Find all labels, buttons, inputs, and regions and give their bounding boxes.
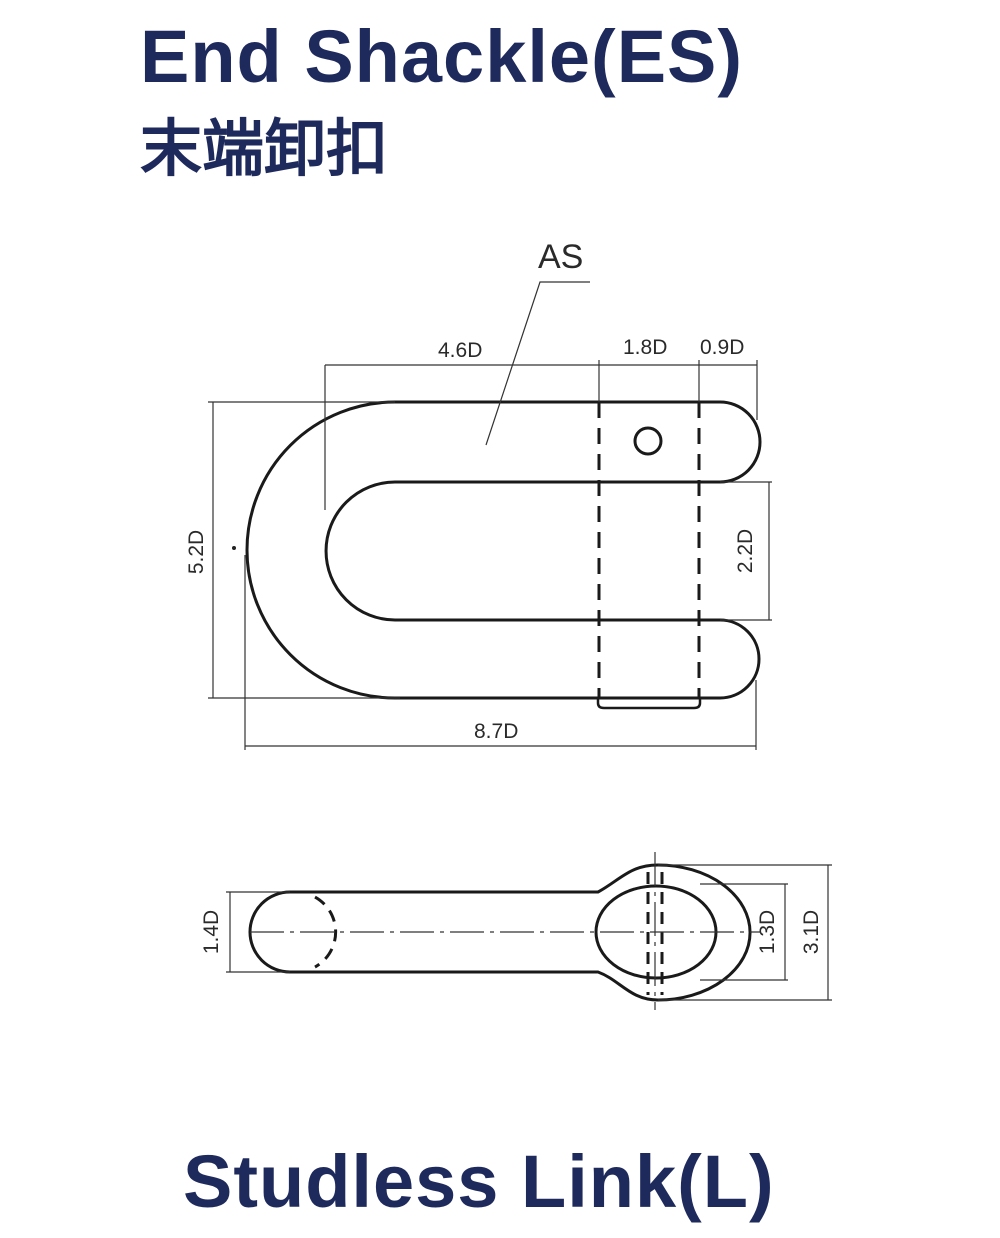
dim-label-3-1d: 3.1D: [800, 910, 823, 954]
part-label-as: AS: [538, 238, 583, 276]
side-view-hidden-lines: [314, 872, 664, 995]
dim-label-4-6d: 4.6D: [438, 339, 482, 362]
dim-label-1-4d: 1.4D: [200, 910, 223, 954]
side-body-outline: [248, 863, 752, 1002]
dim-label-1-3d: 1.3D: [756, 910, 779, 954]
top-view-dimension-lines: [208, 281, 772, 750]
dim-label-8-7d: 8.7D: [474, 720, 518, 743]
side-view-centerlines: [250, 852, 760, 1010]
dim-label-5-2d: 5.2D: [185, 530, 208, 574]
pin-head: [596, 698, 702, 710]
dim-label-0-9d: 0.9D: [700, 336, 744, 359]
page-subtitle: 末端卸扣: [140, 112, 389, 185]
center-dot: [232, 546, 236, 550]
page-title: End Shackle(ES): [140, 15, 744, 98]
footer-title: Studless Link(L): [183, 1140, 775, 1223]
end-shackle-top-view: [245, 400, 762, 710]
pin-hidden-lines: [597, 402, 701, 698]
dim-label-1-8d: 1.8D: [623, 336, 667, 359]
shackle-body-outline: [245, 400, 762, 700]
pin-hole: [633, 426, 663, 456]
side-view-dimension-lines: [226, 864, 832, 1001]
dim-label-2-2d: 2.2D: [734, 529, 757, 573]
